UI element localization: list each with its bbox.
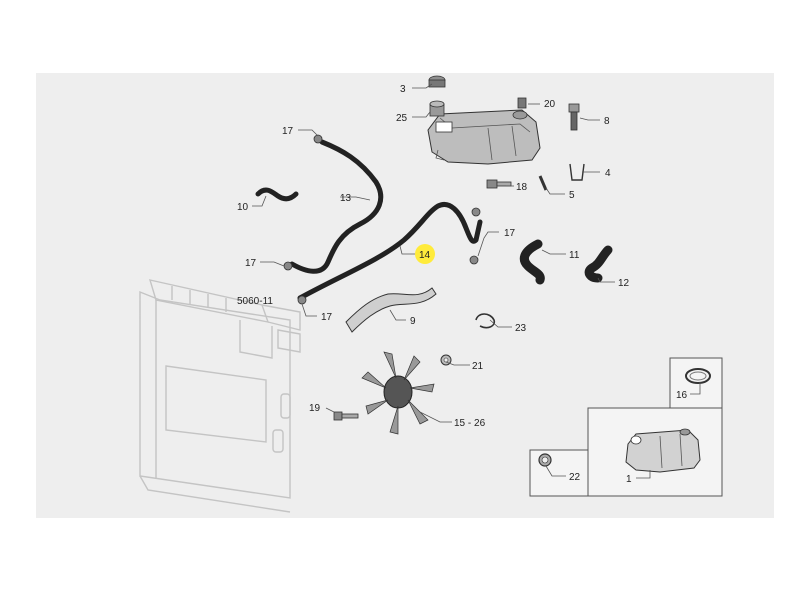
reference-5060-11: 5060-11	[237, 296, 273, 307]
callout-9: 9	[410, 316, 416, 327]
callout-3: 3	[400, 84, 406, 95]
bolt-part-18	[486, 179, 512, 189]
callout-22: 22	[569, 472, 581, 483]
sensor-part-20	[517, 97, 527, 109]
clip-part-4	[569, 163, 585, 181]
radiator-ghost	[139, 279, 301, 513]
fan-part-15-26	[361, 351, 435, 435]
callout-17-right: 17	[504, 228, 516, 239]
hose-part-10	[255, 187, 299, 202]
callout-25: 25	[396, 113, 408, 124]
expansion-tank	[427, 109, 541, 165]
callout-11: 11	[569, 250, 580, 261]
callout-4: 4	[605, 168, 611, 179]
leader-lines	[252, 83, 701, 479]
callout-15-26: 15 - 26	[454, 418, 486, 429]
highlight-marker-14	[415, 244, 435, 264]
callout-21: 21	[472, 361, 484, 372]
callout-17-bottom: 17	[321, 312, 333, 323]
callout-13: 13	[340, 193, 352, 204]
callout-5: 5	[569, 190, 575, 201]
cap-part-3	[428, 75, 446, 88]
fitting-part-5	[538, 175, 548, 191]
callout-labels: 3 25 20 8 4 5 18 17 13 10 17 17 17 14 11…	[237, 84, 688, 485]
hose-part-13	[289, 139, 384, 274]
inset-box-22	[529, 449, 589, 497]
callout-12: 12	[618, 278, 630, 289]
callout-20: 20	[544, 99, 556, 110]
hose-part-11	[519, 239, 545, 285]
inset-box-1	[587, 407, 723, 497]
bolt-part-19	[333, 411, 359, 421]
fitting-part-25	[429, 100, 445, 117]
callout-17-left: 17	[245, 258, 257, 269]
callout-10: 10	[237, 202, 249, 213]
callout-16: 16	[676, 390, 688, 401]
hose-clamp-part-23	[475, 313, 496, 329]
callout-19: 19	[309, 403, 321, 414]
nut-part-21	[440, 354, 452, 366]
hose-part-9	[345, 287, 437, 333]
hose-part-14	[297, 202, 483, 301]
callout-14: 14	[419, 250, 431, 261]
callout-1: 1	[626, 474, 632, 485]
sensor-part-8	[568, 103, 580, 131]
callout-8: 8	[604, 116, 610, 127]
callout-23: 23	[515, 323, 527, 334]
inset-box-16	[669, 357, 723, 409]
hose-part-12	[584, 245, 613, 283]
callout-17-top: 17	[282, 126, 294, 137]
callout-18: 18	[516, 182, 528, 193]
